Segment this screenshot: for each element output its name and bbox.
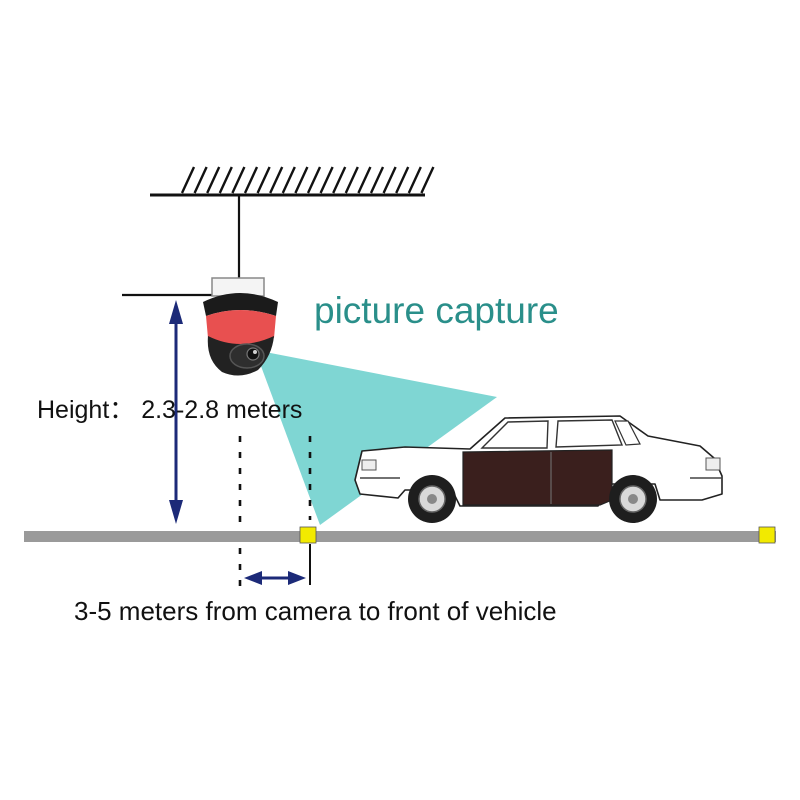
height-label: Height： 2.3-2.8 meters (37, 396, 303, 424)
dotted-guides (238, 436, 312, 588)
sedan-car-icon (354, 415, 723, 523)
ceiling-hatch-mark (206, 166, 221, 194)
ground-marker (299, 526, 317, 544)
picture-capture-label: picture capture (314, 290, 559, 331)
ground-marker (758, 526, 776, 544)
ceiling-hatch-mark (180, 166, 196, 194)
ceiling-hatch-mark (193, 166, 208, 194)
ceiling-mount (150, 166, 435, 197)
ceiling-hatch-mark (369, 166, 385, 194)
dome-camera-icon (203, 277, 278, 376)
ceiling-hatch-mark (231, 166, 246, 194)
ceiling-hatch-mark (218, 166, 233, 194)
ceiling-hatch-mark (407, 166, 422, 194)
ceiling-hatch-mark (382, 166, 397, 194)
distance-arrow (244, 544, 311, 585)
ceiling-hatch-mark (357, 166, 372, 194)
height-arrow (169, 300, 183, 524)
ceiling-hatch-mark (332, 166, 347, 194)
ceiling-hatch-mark (243, 166, 259, 194)
ceiling-hatch-mark (281, 166, 296, 194)
ceiling-hatch-mark (256, 166, 271, 194)
ceiling-hatch-mark (420, 166, 435, 194)
capture-beam (255, 350, 497, 525)
distance-label: 3-5 meters from camera to front of vehic… (74, 596, 557, 626)
ceiling-hatch-mark (306, 166, 322, 194)
ceiling-hatch-mark (269, 166, 284, 194)
ceiling-hatch-mark (395, 166, 410, 194)
ceiling-hatch-mark (319, 166, 334, 194)
ceiling-hatch-mark (294, 166, 309, 194)
ceiling-hatch-mark (344, 166, 359, 194)
ground-line (24, 531, 776, 542)
